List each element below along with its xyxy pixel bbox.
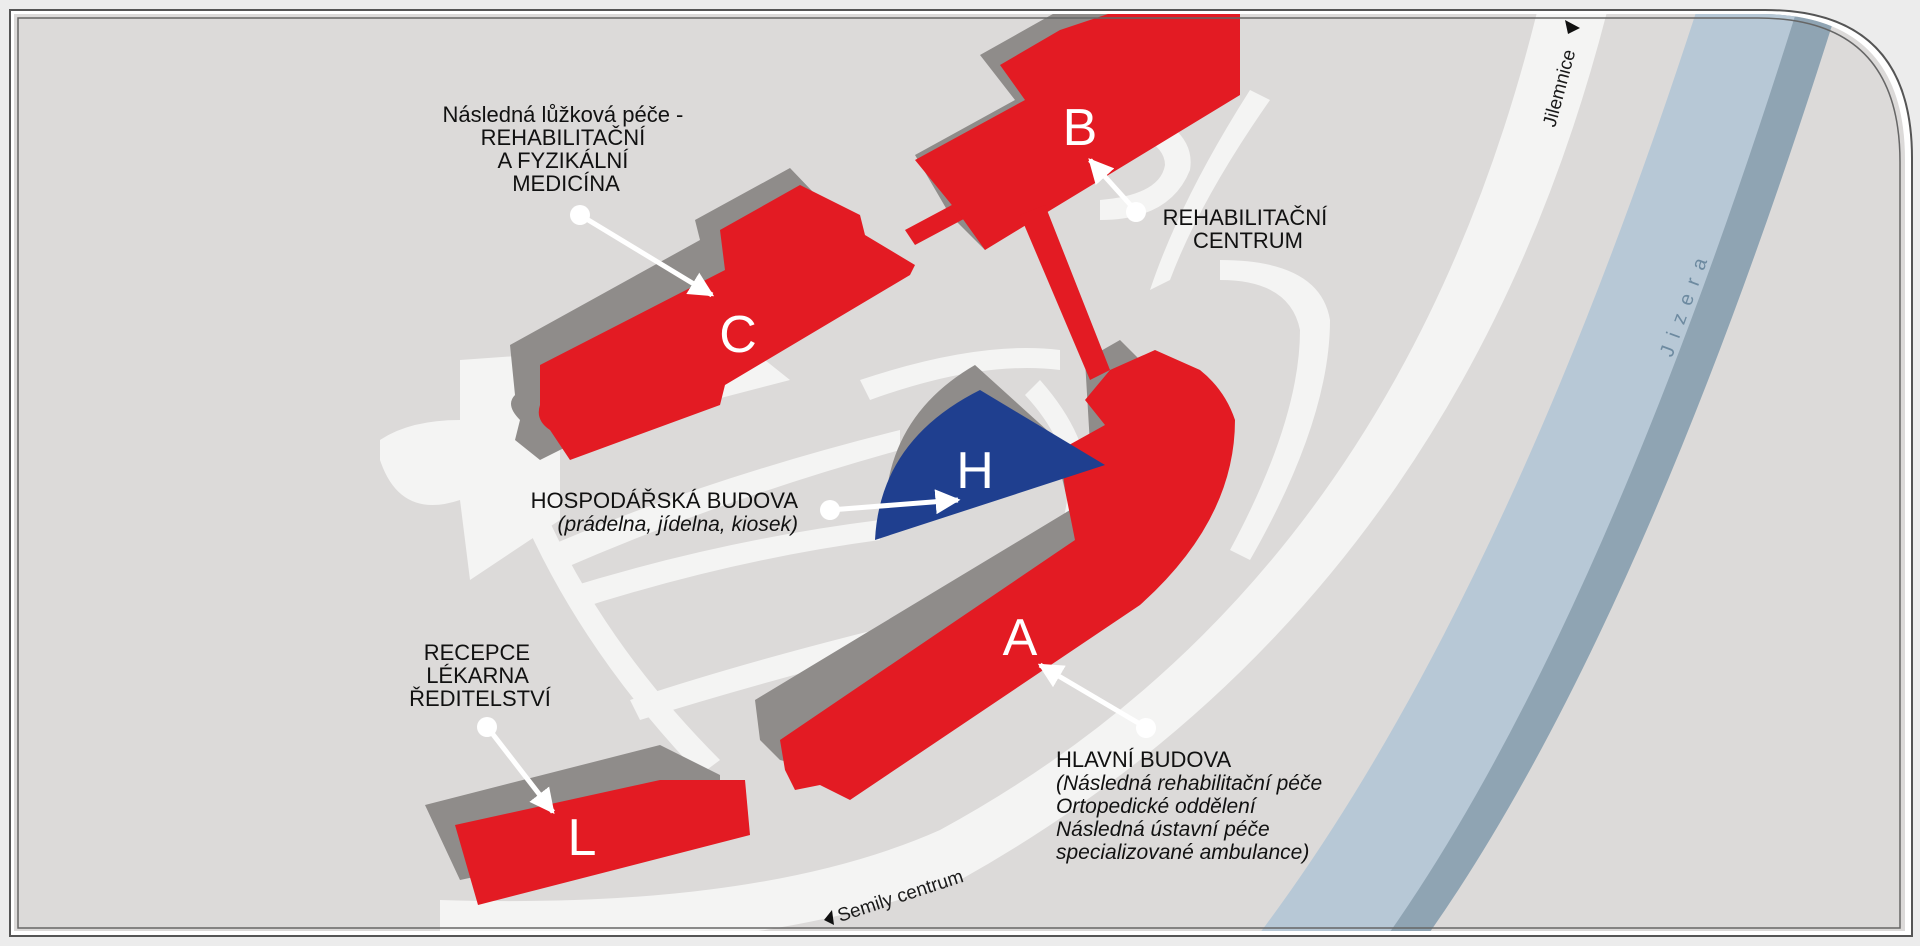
building-b[interactable] [915,0,1240,250]
label-c-line-3: A FYZIKÁLNÍ [498,148,630,173]
letter-b: B [1063,99,1098,157]
connector-b-a [1020,205,1110,380]
label-building-h-title: HOSPODÁŘSKÁ BUDOVA [531,488,799,513]
letter-c: C [719,306,757,364]
leader-lines [486,158,1147,814]
building-letters: B C H A L [568,99,1098,867]
map-frame-inner [17,17,1901,929]
label-a-detail-2: Ortopedické oddělení [1056,795,1258,818]
label-b-line-1: REHABILITAČNÍ [1163,205,1329,230]
label-l-line-2: LÉKARNA [426,663,529,688]
main-road [440,14,1610,931]
label-building-l: RECEPCE LÉKARNA ŘEDITELSTVÍ [409,640,552,711]
dot-b [1126,202,1146,222]
label-building-h-sub: (prádelna, jídelna, kiosek) [558,513,798,536]
label-building-c: Následná lůžková péče - REHABILITAČNÍ A … [442,102,689,196]
leader-a [1037,662,1147,730]
road-arrow-south-icon [824,910,834,925]
letter-l: L [568,809,597,867]
building-a[interactable] [780,350,1235,800]
leader-dots [477,202,1156,738]
dot-h [820,500,840,520]
letter-a: A [1003,609,1038,667]
label-c-line-2: REHABILITAČNÍ [481,125,647,150]
label-a-detail-1: (Následná rehabilitační péče [1056,772,1322,795]
label-building-a-details: (Následná rehabilitační péče Ortopedické… [1056,772,1328,864]
road-arrow-north-icon [1565,20,1580,34]
label-building-a-title: HLAVNÍ BUDOVA [1056,747,1232,772]
label-l-line-1: RECEPCE [424,640,530,665]
leader-c [578,212,715,298]
dot-c [570,205,590,225]
leader-l [486,726,555,814]
label-building-b: REHABILITAČNÍ CENTRUM [1163,205,1334,253]
label-c-line-1: Následná lůžková péče - [442,102,683,127]
leader-h [829,489,961,515]
dot-a [1136,718,1156,738]
label-a-detail-3: Následná ústavní péče [1056,818,1270,841]
building-l[interactable] [455,780,750,905]
river-jizera [1250,14,1840,931]
label-b-line-2: CENTRUM [1193,228,1303,253]
building-c[interactable] [538,185,915,460]
label-l-line-3: ŘEDITELSTVÍ [409,686,552,711]
leader-b [1088,158,1137,212]
label-a-detail-4: specializované ambulance) [1056,841,1309,864]
label-c-line-4: MEDICÍNA [512,171,620,196]
dot-l [477,717,497,737]
letter-h: H [956,442,994,500]
